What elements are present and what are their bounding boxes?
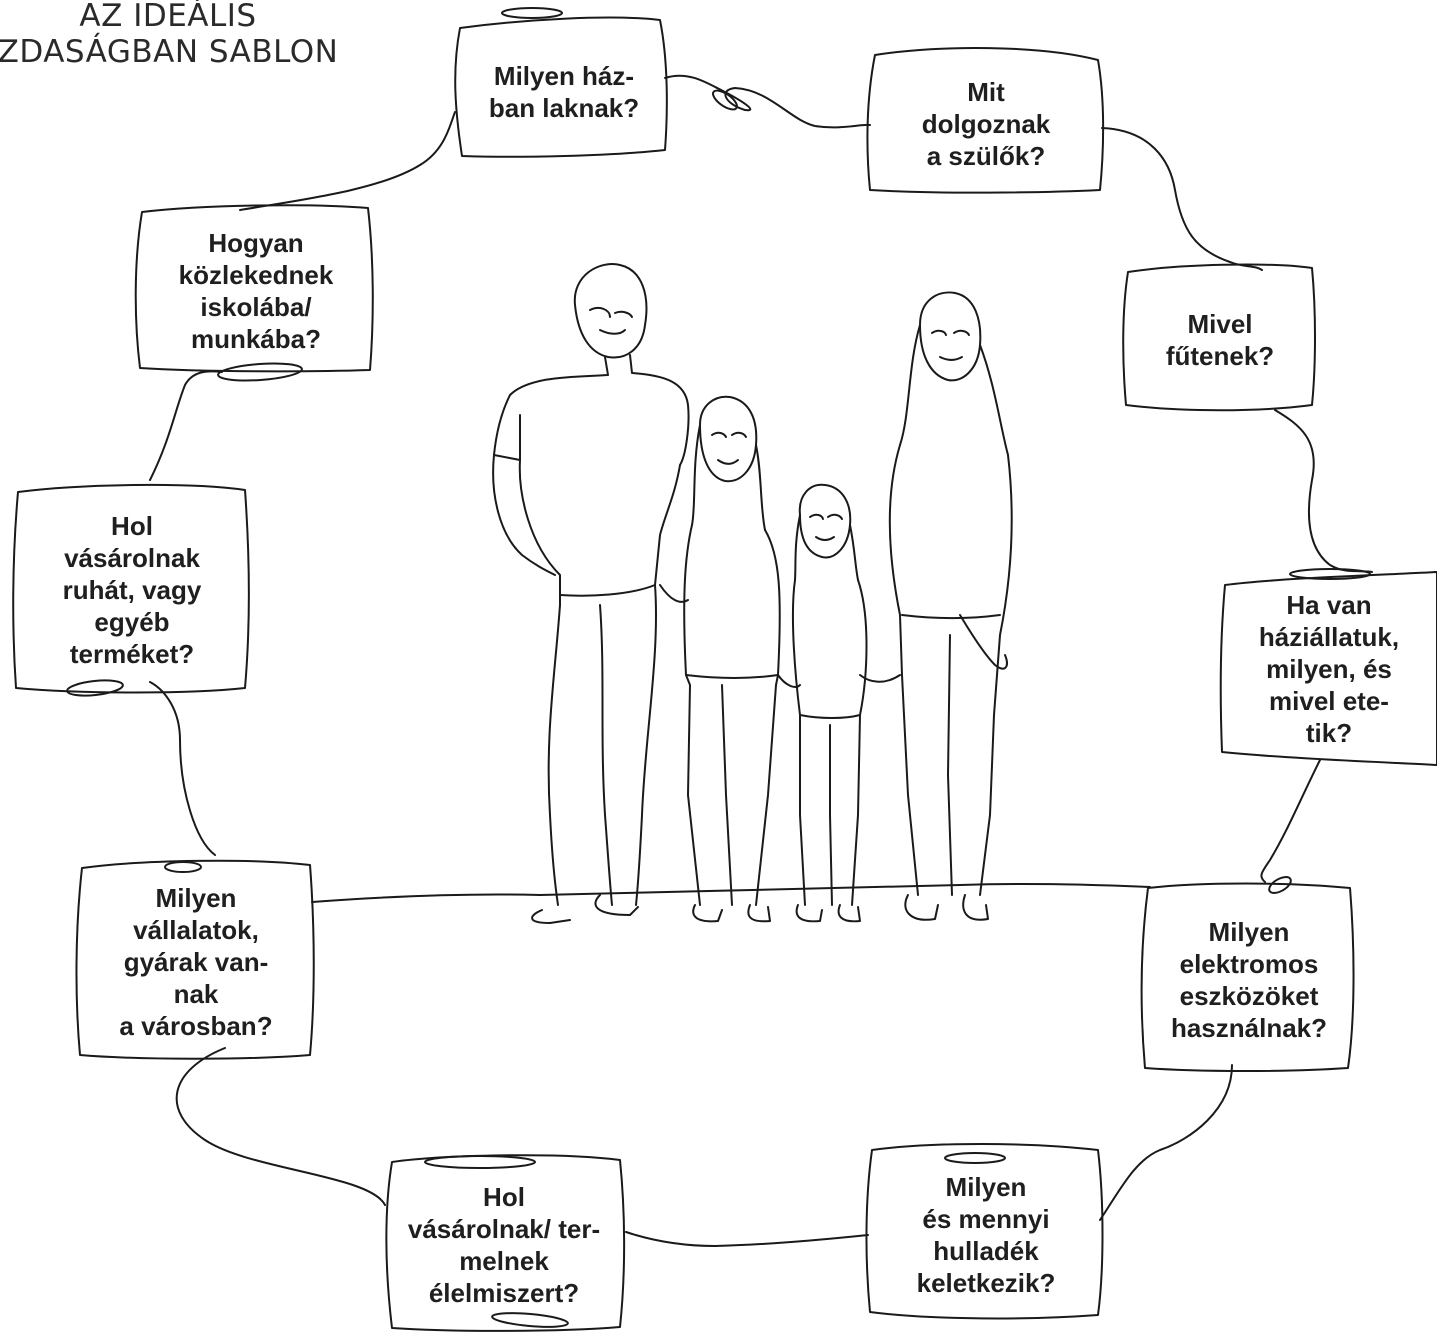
- question-house: Milyen ház- ban laknak?: [462, 28, 666, 156]
- question-companies: Milyen vállalatok, gyárak van- nak a vár…: [78, 868, 314, 1056]
- mother-figure: [888, 291, 1013, 921]
- bubble-companies: [75, 859, 315, 1060]
- question-bubbles: [12, 16, 1437, 1332]
- question-pets-text: Ha van háziállatuk, milyen, és mivel ete…: [1258, 590, 1400, 748]
- daughter-figure: [683, 395, 781, 923]
- question-electric: Milyen elektromos eszközöket használnak?: [1145, 895, 1353, 1065]
- bubble-parents-work: [866, 47, 1105, 194]
- hands-link: [659, 584, 901, 688]
- question-clothes: Hol vásárolnak ruhát, vagy egyéb terméke…: [14, 494, 250, 686]
- question-companies-text: Milyen vállalatok, gyárak van- nak a vár…: [119, 883, 273, 1041]
- question-electric-text: Milyen elektromos eszközöket használnak?: [1170, 917, 1328, 1043]
- question-transport-text: Hogyan közlekednek iskolába/ munkába?: [178, 228, 334, 354]
- question-food: Hol vásárolnak/ ter- melnek élelmiszert?: [380, 1165, 628, 1325]
- question-waste-text: Milyen és mennyi hulladék keletkezik?: [916, 1172, 1056, 1298]
- question-pets: Ha van háziállatuk, milyen, és mivel ete…: [1224, 580, 1434, 758]
- question-parents-work: Mit dolgoznak a szülők?: [870, 58, 1102, 190]
- page-title: AZ IDEÁLIS ZDASÁGBAN SABLON: [0, 0, 388, 70]
- question-clothes-text: Hol vásárolnak ruhát, vagy egyéb terméke…: [62, 511, 202, 669]
- bubble-heating: [1122, 263, 1316, 412]
- girl-figure: [791, 483, 868, 923]
- title-line-2: ZDASÁGBAN SABLON: [0, 34, 339, 70]
- question-house-text: Milyen ház- ban laknak?: [488, 61, 640, 123]
- question-heating: Mivel fűtenek?: [1126, 272, 1314, 408]
- bubble-clothes: [12, 483, 250, 694]
- question-transport: Hogyan közlekednek iskolába/ munkába?: [138, 212, 374, 370]
- bubble-food: [385, 1154, 626, 1332]
- bubble-house: [454, 16, 668, 158]
- connector-lines: [66, 7, 1373, 1328]
- question-waste: Milyen és mennyi hulladék keletkezik?: [870, 1155, 1102, 1315]
- title-line-1: AZ IDEÁLIS: [79, 0, 257, 34]
- question-parents-work-text: Mit dolgoznak a szülők?: [921, 77, 1051, 171]
- bubble-waste: [865, 1143, 1104, 1320]
- father-figure: [492, 263, 690, 924]
- bubble-electric: [1140, 882, 1355, 1072]
- family-illustration: [492, 263, 1013, 924]
- question-heating-text: Mivel fűtenek?: [1165, 309, 1275, 371]
- question-food-text: Hol vásárolnak/ ter- melnek élelmiszert?: [407, 1182, 601, 1308]
- bubble-transport: [134, 204, 374, 373]
- bubble-pets: [1219, 571, 1437, 766]
